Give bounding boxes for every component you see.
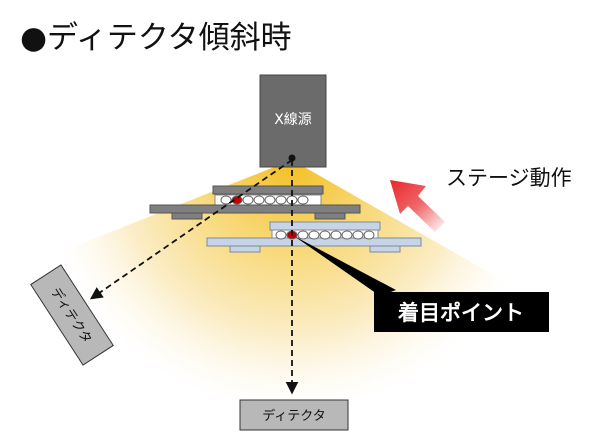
- xray-source-box: [259, 74, 327, 168]
- page-title: ●ディテクタ傾斜時: [20, 20, 292, 56]
- focus-point-label: 着目ポイント: [397, 301, 524, 325]
- solder-balls-original: [220, 195, 309, 205]
- solder-balls-moved: [275, 230, 375, 240]
- detector-bottom-box: [239, 399, 349, 431]
- xray-beam: [40, 160, 520, 412]
- focus-point-callout-pointer: [294, 236, 396, 296]
- projection-line-tilted: [89, 159, 293, 300]
- stage-motion-arrow: [390, 180, 445, 232]
- detector-bottom-label: ディテクタ: [262, 408, 326, 424]
- source-focal-point: [288, 154, 296, 162]
- xray-source-label: X線源: [274, 112, 312, 128]
- focus-point-label-box: [374, 292, 549, 332]
- stage-motion-label: ステージ動作: [446, 166, 572, 190]
